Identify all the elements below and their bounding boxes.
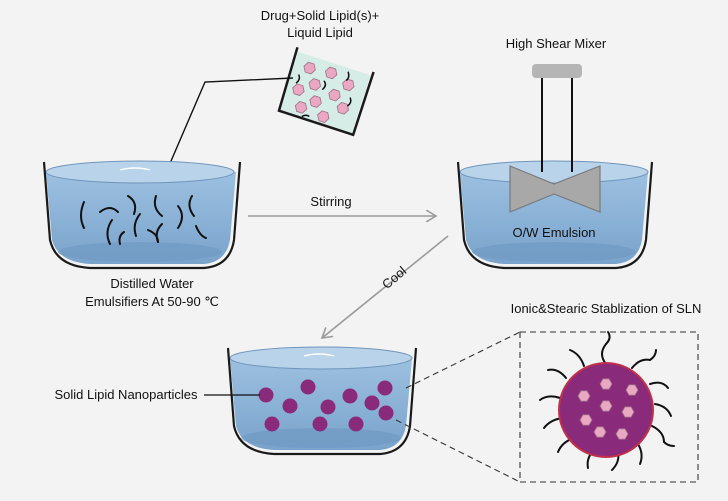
pour-arrow (161, 77, 294, 183)
drug-mix-label-line2: Liquid Lipid (287, 25, 353, 40)
mixer-label: High Shear Mixer (506, 36, 607, 51)
drug-mix-label-line1: Drug+Solid Lipid(s)+ (261, 8, 380, 23)
water-vessel (42, 160, 242, 270)
zoom-line-bottom (395, 419, 521, 483)
stabilization-label: Ionic&Stearic Stablization of SLN (511, 301, 702, 316)
cool-arrow (322, 235, 449, 338)
emulsion-label: O/W Emulsion (512, 225, 595, 240)
mixer-blade (509, 165, 601, 213)
emulsifier-molecules (80, 195, 207, 245)
lipid-strands (295, 71, 352, 117)
stirring-label: Stirring (310, 194, 351, 209)
emulsion-vessel (456, 160, 654, 270)
nanoparticles (258, 379, 394, 432)
high-shear-mixer (509, 64, 601, 213)
sln-vessel (226, 346, 418, 456)
zoom-box (519, 331, 699, 483)
water-label-line2: Emulsifiers At 50-90 ℃ (85, 294, 219, 309)
sln-particle-detail (539, 331, 675, 471)
lipid-container (277, 46, 375, 137)
water-label-line1: Distilled Water (110, 276, 194, 291)
sln-label: Solid Lipid Nanoparticles (54, 387, 198, 402)
zoom-line-top (405, 331, 521, 389)
